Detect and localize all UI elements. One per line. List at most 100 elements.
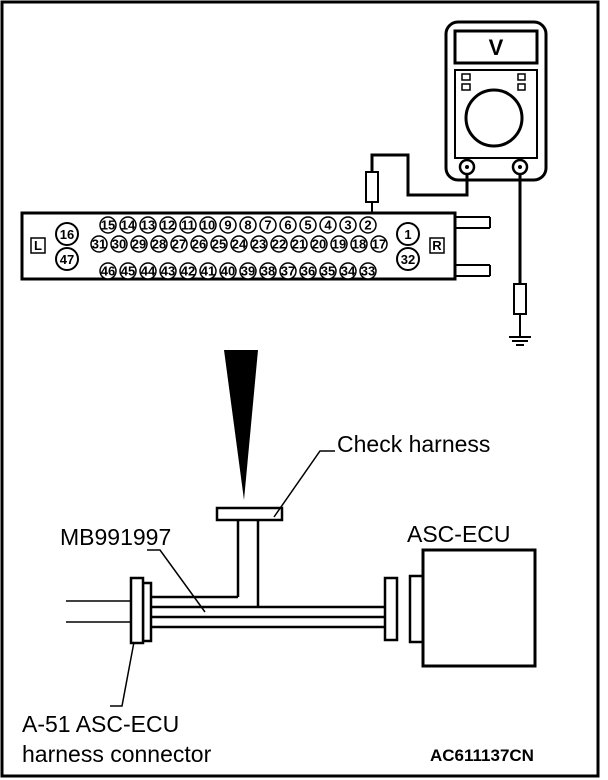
connector-pin (370, 235, 388, 253)
negative-probe (513, 283, 527, 315)
connector-pin-label: 19 (332, 237, 346, 252)
connector-pin-label: 45 (121, 264, 135, 279)
harness-connector-label-line2: harness connector (22, 741, 212, 767)
voltmeter-indicator (461, 83, 471, 91)
connector-pin-label: 36 (301, 264, 315, 279)
special-tool-label: MB991997 (60, 524, 171, 550)
check-harness-test-terminal (215, 506, 284, 522)
harness-connector-label-line1: A-51 ASC-ECU (22, 711, 179, 737)
connector-pin (230, 235, 248, 253)
connector-pin (219, 262, 237, 280)
connector-pin (250, 235, 268, 253)
connector-pin (299, 216, 317, 234)
connector-pin (279, 216, 297, 234)
connector-pin-label: 5 (304, 218, 311, 233)
left-side-marker-label: L (34, 238, 42, 253)
connector-pin (330, 235, 348, 253)
connector-pin (239, 262, 257, 280)
connector-pin (199, 216, 217, 234)
connector-pin (99, 262, 117, 280)
connector-pin (259, 216, 277, 234)
connector-pin (279, 262, 297, 280)
connector-pin (299, 262, 317, 280)
asc-ecu-body (421, 548, 537, 668)
connector-pin-label: 10 (201, 218, 215, 233)
connector-pin-label: 9 (224, 218, 231, 233)
connector-pin-label: 20 (312, 237, 326, 252)
connector-pin-label: 24 (232, 237, 247, 252)
connector-pin-label: 11 (181, 218, 195, 233)
voltmeter-selector-dial (464, 88, 524, 148)
connector-pin (310, 235, 328, 253)
connector-pin (119, 216, 137, 234)
voltmeter-display (453, 29, 539, 65)
connector-pin-label: 3 (344, 218, 351, 233)
pin-label: 16 (60, 227, 74, 242)
connector-pin-label: 34 (341, 264, 356, 279)
connector-pin-label: 25 (212, 237, 226, 252)
down-arrow-icon (224, 350, 258, 500)
connector-pin (139, 262, 157, 280)
connector-pin-label: 21 (292, 237, 306, 252)
connector-pin-label: 37 (281, 264, 295, 279)
right-side-marker-label: R (432, 238, 442, 253)
connector-pin (219, 216, 237, 234)
connector-pin (339, 216, 357, 234)
connector-pin (150, 235, 168, 253)
connector-pin (359, 216, 377, 234)
connector-pin-label: 29 (132, 237, 146, 252)
connector-pin (179, 216, 197, 234)
connector-pin (139, 216, 157, 234)
connector-pin-label: 42 (181, 264, 195, 279)
connector-pin (199, 262, 217, 280)
connector-pin (350, 235, 368, 253)
connector-pin (259, 262, 277, 280)
connector-pin-label: 26 (192, 237, 206, 252)
figure-code: AC611137CN (430, 746, 534, 765)
connector-pin-label: 41 (201, 264, 215, 279)
connector-pin (210, 235, 228, 253)
check-harness-label: Check harness (337, 431, 490, 457)
connector-pin (239, 216, 257, 234)
connector-pin-label: 6 (284, 218, 291, 233)
pin-label: 1 (404, 227, 411, 242)
ecu-label: ASC-ECU (407, 521, 511, 547)
connector-pin-label: 4 (324, 218, 332, 233)
connector-pin-label: 8 (244, 218, 251, 233)
connector-pin-label: 28 (152, 237, 166, 252)
harness-connector-leader (110, 641, 135, 707)
pin-label: 32 (401, 252, 415, 267)
connector-pin (110, 235, 128, 253)
connector-pin-label: 13 (141, 218, 155, 233)
connector-pin-label: 12 (161, 218, 175, 233)
connector-pin-label: 35 (321, 264, 335, 279)
check-harness-leader (273, 450, 335, 518)
connector-pin (270, 235, 288, 253)
connector-pin-label: 30 (112, 237, 126, 252)
right-side-marker (429, 237, 445, 254)
special-tool-leader (147, 549, 206, 613)
voltmeter-indicator (517, 83, 526, 91)
connector-pin-label: 40 (221, 264, 235, 279)
check-harness (141, 506, 399, 643)
connector-pin-label: 22 (272, 237, 286, 252)
connector-pin-label: 46 (101, 264, 115, 279)
connector-pin (159, 216, 177, 234)
left-side-marker (30, 237, 46, 254)
connector-pin-label: 43 (161, 264, 175, 279)
connector-pin (359, 262, 377, 280)
connector-pin-label: 15 (101, 218, 115, 233)
connector-pin-label: 18 (352, 237, 366, 252)
ground-icon (509, 336, 531, 346)
connector-pin-label: 7 (264, 218, 271, 233)
connector-pin (339, 262, 357, 280)
voltmeter-indicator (461, 73, 471, 81)
connector-pin-label: 31 (92, 237, 106, 252)
connector-pin (290, 235, 308, 253)
connector-pin (319, 216, 337, 234)
check-harness-right-plug (383, 576, 399, 642)
